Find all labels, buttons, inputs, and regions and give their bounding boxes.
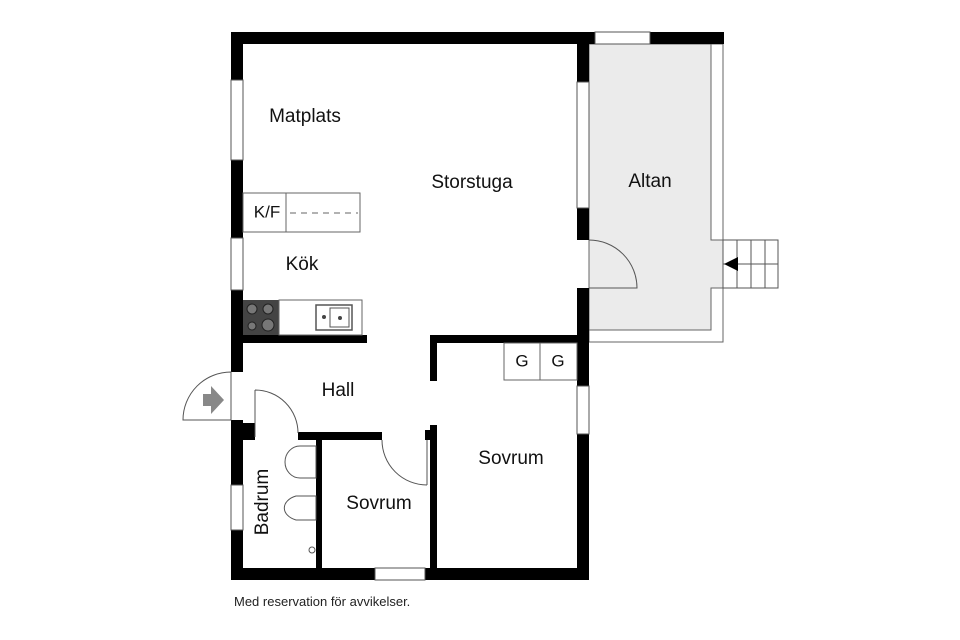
bathroom-fixtures: [283, 445, 317, 554]
room-label-hall: Hall: [322, 380, 355, 401]
stairs: [722, 239, 779, 289]
fridge-freezer-label: K/F: [254, 202, 280, 221]
wardrobe-label-1: G: [515, 351, 528, 370]
shower-icon: [308, 546, 316, 554]
wardrobe-label-2: G: [551, 351, 564, 370]
entrance-arrow-icon: [724, 257, 738, 271]
altan-deck: [588, 43, 724, 343]
room-label-storstuga: Storstuga: [431, 172, 513, 193]
entry-arrow-icon: [203, 386, 224, 414]
room-label-matplats: Matplats: [269, 106, 341, 127]
sink-icon: [315, 304, 353, 331]
doors: [182, 239, 638, 486]
disclaimer-footer: Med reservation för avvikelser.: [234, 594, 411, 609]
room-label-kok: Kök: [286, 254, 319, 275]
room-label-badrum: Badrum: [252, 469, 273, 536]
room-label-sovrum-small: Sovrum: [346, 493, 411, 514]
washbasin-icon: [284, 445, 317, 479]
room-label-sovrum-large: Sovrum: [478, 448, 543, 469]
toilet-icon: [283, 495, 317, 521]
room-label-altan: Altan: [628, 171, 671, 192]
windows: [230, 31, 651, 581]
kitchen-fixtures: [242, 192, 578, 381]
